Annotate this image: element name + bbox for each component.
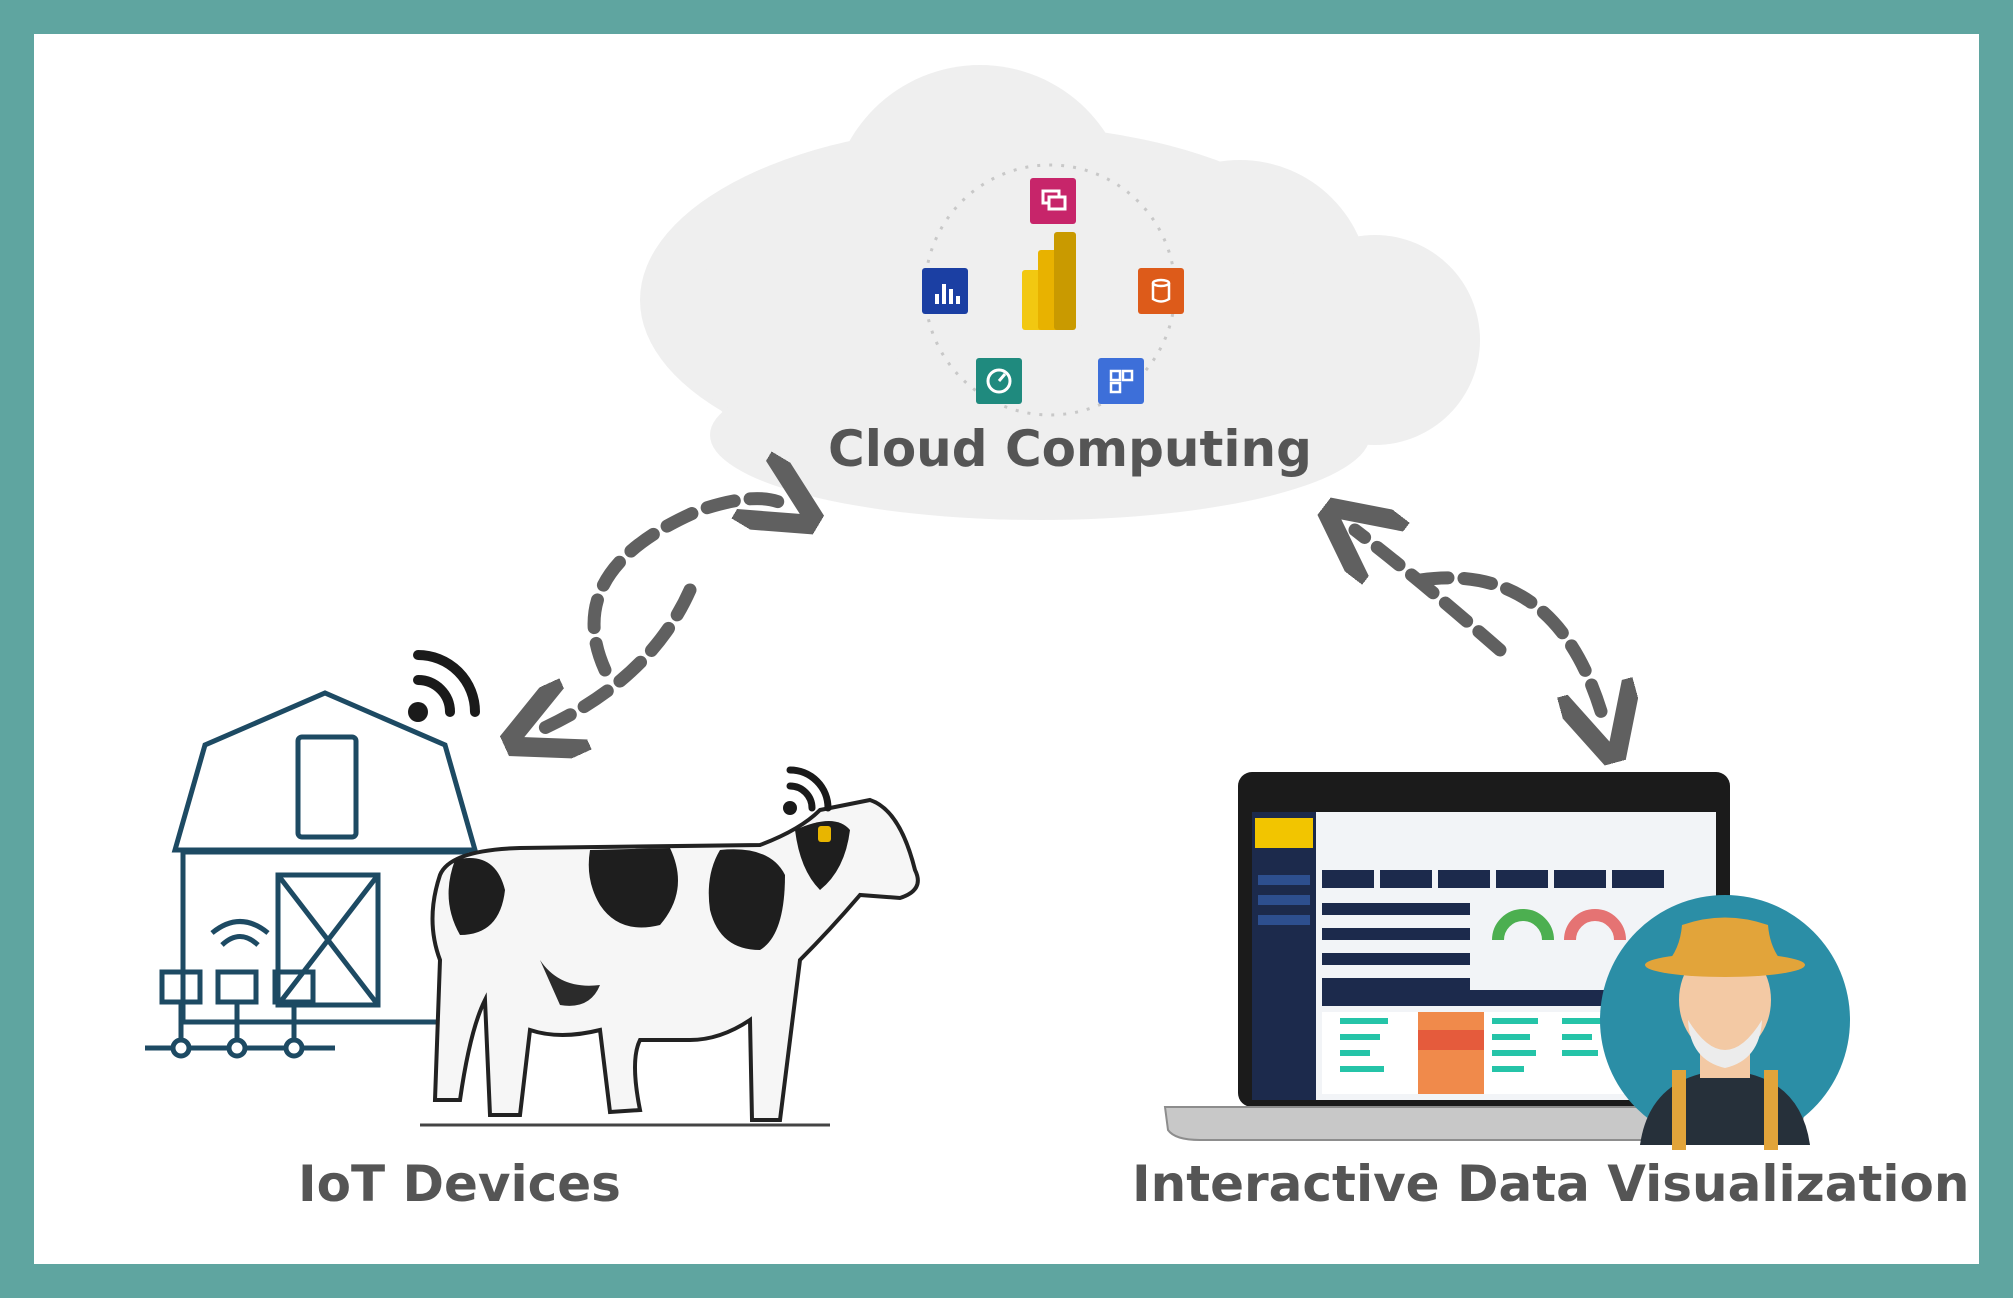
- cow-wifi-icon: [783, 766, 832, 815]
- dashboard-icon: [976, 358, 1022, 404]
- wifi-icon: [408, 650, 480, 722]
- arrow-cloud-visualization: [1355, 530, 1605, 725]
- cloud-shape: [640, 65, 1480, 520]
- report-icon: [922, 268, 968, 314]
- power-bi-icon: [1022, 232, 1076, 330]
- app-icon: [1098, 358, 1144, 404]
- ear-tag-icon: [818, 826, 831, 842]
- farmer-avatar: [1600, 895, 1850, 1150]
- data-visualization-label: Interactive Data Visualization: [1132, 1155, 1970, 1213]
- barn-icon: [145, 690, 479, 1059]
- cloud-computing-label: Cloud Computing: [828, 420, 1312, 478]
- cow-icon: [420, 797, 920, 1127]
- database-icon: [1138, 268, 1184, 314]
- dataflow-icon: [1030, 178, 1076, 224]
- iot-devices-label: IoT Devices: [298, 1155, 621, 1213]
- arrow-cloud-iot: [540, 499, 785, 730]
- dashboard-sidebar: [1252, 812, 1316, 1100]
